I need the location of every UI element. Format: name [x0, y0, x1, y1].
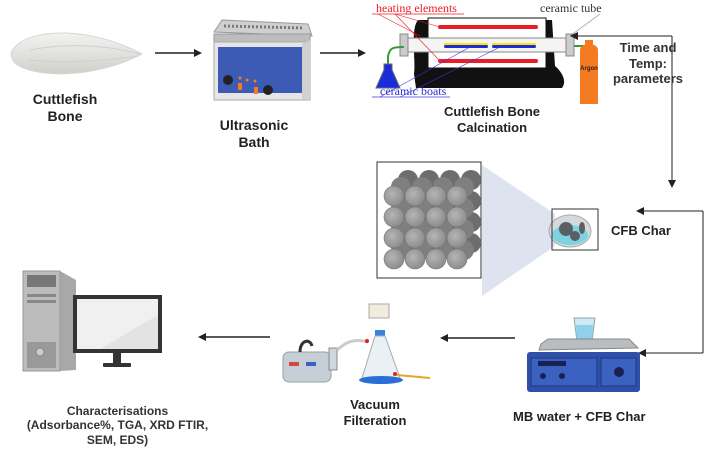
lattice-sphere [404, 185, 426, 207]
lattice-sphere [425, 206, 447, 228]
label-line: Time and [619, 40, 677, 55]
label-line: Ultrasonic [219, 117, 289, 133]
lattice-sphere [383, 248, 405, 270]
lattice-sphere [383, 185, 405, 207]
label-cfb-char: CFB Char [611, 223, 671, 238]
label-ultrasonic-bath: Ultrasonic Bath [214, 117, 294, 151]
label-line: Calcination [456, 119, 528, 135]
lattice-sphere [425, 185, 447, 207]
label-line: Filteration [343, 412, 407, 428]
label-calcination: Cuttlefish Bone Calcination [432, 104, 552, 135]
argon-cylinder-icon [580, 40, 598, 104]
label-line: Characterisations [66, 404, 169, 418]
label-mb-water: MB water + CFB Char [513, 409, 646, 424]
label-line: Temp: [628, 55, 668, 71]
lattice-sphere [446, 248, 468, 270]
annotation-heating-elements: heating elements [376, 1, 457, 15]
argon-label: Argon [580, 66, 598, 72]
lattice-sphere [383, 206, 405, 228]
label-line: Bath [238, 133, 270, 150]
label-line: Cuttlefish [32, 91, 98, 107]
label-line: (Adsorbance%, TGA, XRD FTIR, [26, 418, 209, 433]
label-parameters: Time and Temp: parameters [608, 40, 688, 87]
label-line: SEM, EDS) [86, 432, 149, 447]
label-line: Bone [47, 107, 83, 124]
label-cuttlefish-bone: Cuttlefish Bone [25, 91, 105, 125]
lattice-sphere [404, 248, 426, 270]
annotation-ceramic-boats: ceramic boats [380, 84, 447, 98]
cuttlefish-bone-icon [10, 32, 144, 75]
lattice-sphere [425, 248, 447, 270]
lattice-sphere [404, 227, 426, 249]
parameters-arrow [570, 32, 676, 188]
lattice-sphere [383, 227, 405, 249]
annotation-ceramic-tube: ceramic tube [540, 1, 602, 15]
label-vacuum-filtration: Vacuum Filteration [320, 397, 430, 428]
lattice-sphere [446, 227, 468, 249]
char-to-stirrer-arrow [636, 207, 704, 357]
label-characterisation: Characterisations (Adsorbance%, TGA, XRD… [0, 404, 235, 447]
lattice-sphere [446, 185, 468, 207]
lattice-structure-icon [376, 161, 482, 279]
label-line: Cuttlefish Bone [443, 104, 541, 119]
tube-furnace-icon [372, 13, 601, 98]
label-line: Vacuum [350, 397, 400, 412]
lattice-sphere [404, 206, 426, 228]
cfb-char-dish-icon [548, 208, 599, 251]
label-line: parameters [612, 71, 684, 87]
zoom-projection [482, 165, 555, 296]
lattice-sphere [446, 206, 468, 228]
lattice-sphere [425, 227, 447, 249]
vacuum-filtration-icon [282, 303, 431, 384]
computer-icon [22, 270, 162, 372]
magnetic-stirrer-icon [527, 317, 640, 392]
ultrasonic-bath-icon [213, 19, 313, 101]
